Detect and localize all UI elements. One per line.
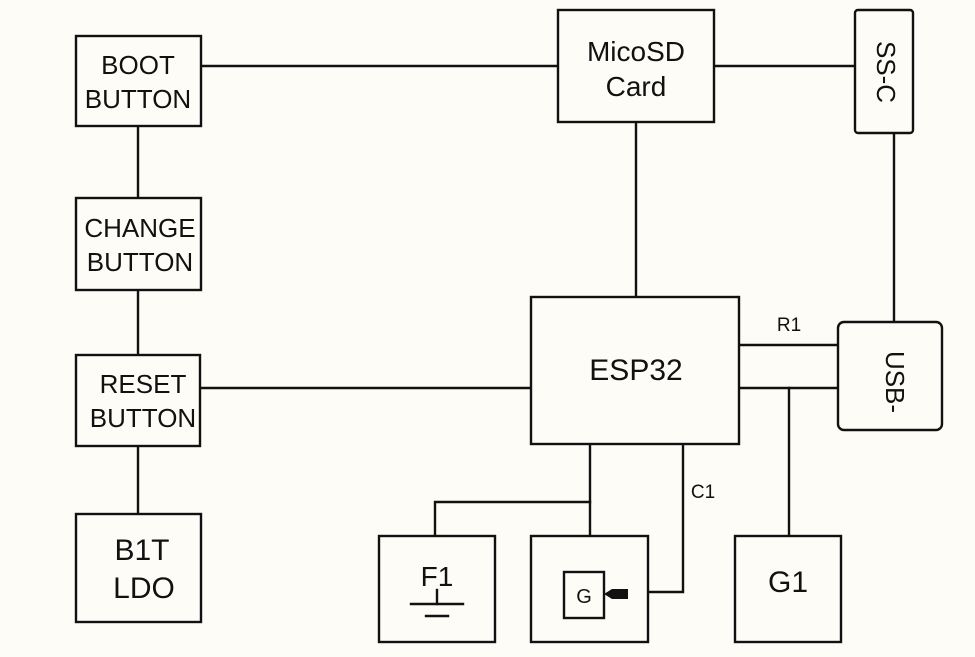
- wires: [136, 64, 896, 594]
- change-button-block: CHANGE BUTTON: [74, 196, 203, 292]
- ldo-block: B1T LDO: [74, 512, 203, 624]
- reset-button-label-2: BUTTON: [90, 403, 196, 433]
- c1-label: C1: [691, 482, 715, 503]
- g-component-terminal-icon: [604, 589, 628, 599]
- f1-block: F1: [377, 534, 497, 644]
- wire-esp32-f1-g: [433, 500, 592, 538]
- reset-button-label-1: RESET: [100, 369, 187, 399]
- g-component-block: G: [529, 534, 650, 644]
- microsd-label-1: MicoSD: [587, 36, 685, 67]
- g-component-inner-box: [562, 570, 606, 620]
- ssc-block: SS-C: [853, 8, 915, 135]
- boot-button-block: BOOT BUTTON: [74, 34, 203, 128]
- change-button-label-1: CHANGE: [84, 213, 195, 243]
- g1-label: G1: [768, 566, 808, 599]
- esp32-block: ESP32: [529, 295, 741, 446]
- microsd-card-block: MicoSD Card: [556, 8, 716, 124]
- ssc-label: SS-C: [871, 41, 901, 103]
- boot-button-label-2: BUTTON: [85, 84, 191, 114]
- boot-button-label-1: BOOT: [101, 50, 175, 80]
- f1-label: F1: [421, 561, 454, 592]
- g-component-label: G: [576, 586, 592, 608]
- r1-label: R1: [777, 315, 801, 336]
- change-button-label-2: BUTTON: [87, 247, 193, 277]
- wire-c1: [647, 442, 685, 594]
- g1-block: G1: [733, 534, 843, 644]
- ldo-label-2: LDO: [113, 572, 175, 605]
- ldo-label-1: B1T: [114, 534, 169, 567]
- ground-icon: [409, 588, 465, 618]
- usb-label: USB-: [880, 351, 910, 413]
- usb-block: USB-: [836, 320, 944, 432]
- reset-button-block: RESET BUTTON: [74, 353, 202, 448]
- esp32-label: ESP32: [589, 354, 682, 387]
- microsd-label-2: Card: [606, 71, 667, 102]
